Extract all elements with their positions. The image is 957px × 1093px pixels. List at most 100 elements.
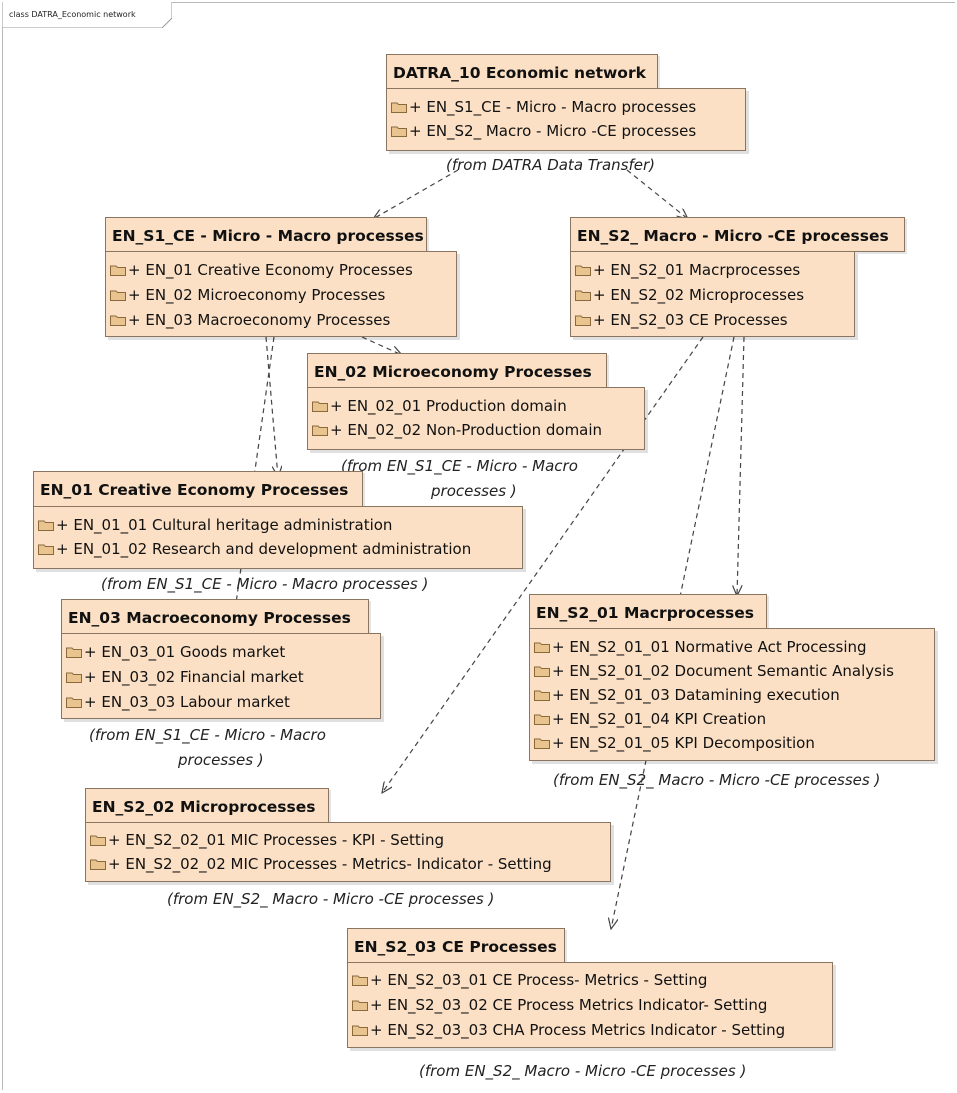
folder-icon: [66, 697, 82, 708]
package-item[interactable]: + EN_S2_03 CE Processes: [575, 309, 788, 331]
folder-icon: [575, 290, 591, 301]
package-item[interactable]: + EN_S2_01_02 Document Semantic Analysis: [534, 660, 894, 682]
package-tab: EN_S2_01 Macrprocesses: [529, 594, 767, 629]
package-tab: EN_S1_CE - Micro - Macro processes: [105, 217, 427, 252]
package-origin-note: (from EN_S2_ Macro - Micro -CE processes…: [167, 890, 495, 908]
package-item[interactable]: + EN_S2_02 Microprocesses: [575, 284, 804, 306]
folder-icon: [391, 126, 407, 137]
package-title: EN_01 Creative Economy Processes: [40, 481, 349, 499]
package-item[interactable]: + EN_01_02 Research and development admi…: [38, 538, 471, 560]
package-tab: EN_02 Microeconomy Processes: [307, 353, 607, 388]
folder-icon: [312, 425, 328, 436]
package-item-label: + EN_S2_03 CE Processes: [593, 311, 788, 329]
package-item[interactable]: + EN_01_01 Cultural heritage administrat…: [38, 514, 392, 536]
package-origin-note: (from EN_S2_ Macro - Micro -CE processes…: [553, 771, 881, 789]
package-item-label: + EN_02_01 Production domain: [330, 397, 567, 415]
folder-icon: [90, 859, 106, 870]
package-item[interactable]: + EN_S2_01_04 KPI Creation: [534, 708, 766, 730]
connector-datra-to-s2: [626, 169, 688, 219]
package-origin-note: (from DATRA Data Transfer): [446, 156, 655, 174]
connector-s2-to-s202: [382, 336, 704, 793]
package-item-label: + EN_03_01 Goods market: [84, 643, 286, 661]
package-title: EN_S2_02 Microprocesses: [92, 798, 316, 816]
package-tab: EN_01 Creative Economy Processes: [33, 471, 363, 507]
package-item[interactable]: + EN_S2_01_03 Datamining execution: [534, 684, 840, 706]
package-body: + EN_S2_03_01 CE Process- Metrics - Sett…: [347, 962, 833, 1048]
package-item[interactable]: + EN_S2_01_01 Normative Act Processing: [534, 636, 867, 658]
package-item-label: + EN_S2_03_03 CHA Process Metrics Indica…: [370, 1021, 786, 1039]
package-item-label: + EN_S2_01 Macrprocesses: [593, 261, 801, 279]
folder-icon: [90, 835, 106, 846]
package-item[interactable]: + EN_S2_03_02 CE Process Metrics Indicat…: [352, 994, 767, 1016]
package-body: + EN_S1_CE - Micro - Macro processes + E…: [386, 88, 746, 151]
package-tab: EN_S2_ Macro - Micro -CE processes: [570, 217, 905, 252]
package-tab: EN_S2_02 Microprocesses: [85, 788, 329, 823]
package-item[interactable]: + EN_S2_01_05 KPI Decomposition: [534, 732, 815, 754]
connector-datra-to-s1: [373, 169, 459, 219]
package-body: + EN_02_01 Production domain + EN_02_02 …: [307, 387, 645, 450]
package-body: + EN_01_01 Cultural heritage administrat…: [33, 506, 523, 569]
folder-icon: [575, 315, 591, 326]
package-item[interactable]: + EN_S2_02_02 MIC Processes - Metrics- I…: [90, 853, 552, 875]
package-origin-note: (from EN_S1_CE - Micro - Macro: [89, 726, 326, 744]
package-title: EN_S2_01 Macrprocesses: [536, 604, 754, 622]
package-item[interactable]: + EN_S2_ Macro - Micro -CE processes: [391, 120, 696, 142]
folder-icon: [110, 265, 126, 276]
package-item[interactable]: + EN_S1_CE - Micro - Macro processes: [391, 96, 696, 118]
package-tab: DATRA_10 Economic network: [386, 54, 658, 89]
folder-icon: [534, 642, 550, 653]
folder-icon: [110, 315, 126, 326]
connector-s2-to-s201: [737, 336, 745, 596]
package-body: + EN_S2_02_01 MIC Processes - KPI - Sett…: [85, 822, 611, 882]
package-item[interactable]: + EN_S2_03_01 CE Process- Metrics - Sett…: [352, 969, 707, 991]
package-item[interactable]: + EN_S2_01 Macrprocesses: [575, 259, 800, 281]
folder-icon: [352, 1000, 368, 1011]
package-item[interactable]: + EN_02_01 Production domain: [312, 395, 567, 417]
folder-icon: [66, 672, 82, 683]
package-item-label: + EN_01_01 Cultural heritage administrat…: [56, 516, 393, 534]
package-body: + EN_S2_01_01 Normative Act Processing +…: [529, 628, 935, 761]
package-item-label: + EN_S2_01_02 Document Semantic Analysis: [552, 662, 894, 680]
folder-icon: [38, 544, 54, 555]
package-item-label: + EN_03_02 Financial market: [84, 668, 304, 686]
package-origin-note: (from EN_S1_CE - Micro - Macro processes…: [101, 575, 429, 593]
package-item[interactable]: + EN_01 Creative Economy Processes: [110, 259, 413, 281]
package-item[interactable]: + EN_03_01 Goods market: [66, 641, 285, 663]
package-item-label: + EN_S2_03_01 CE Process- Metrics - Sett…: [370, 971, 708, 989]
package-item-label: + EN_S2_02_02 MIC Processes - Metrics- I…: [108, 855, 552, 873]
package-item[interactable]: + EN_03_03 Labour market: [66, 691, 290, 713]
folder-icon: [575, 265, 591, 276]
package-title: EN_S2_ Macro - Micro -CE processes: [577, 227, 889, 245]
package-tab: EN_S2_03 CE Processes: [347, 928, 565, 963]
diagram-frame-tab: class DATRA_Economic network: [2, 2, 172, 28]
package-item[interactable]: + EN_03 Macroeconomy Processes: [110, 309, 390, 331]
package-title: DATRA_10 Economic network: [393, 64, 646, 82]
package-item-label: + EN_02 Microeconomy Processes: [128, 286, 386, 304]
package-item[interactable]: + EN_02_02 Non-Production domain: [312, 419, 602, 441]
package-item-label: + EN_S2_01_01 Normative Act Processing: [552, 638, 867, 656]
package-item[interactable]: + EN_S2_02_01 MIC Processes - KPI - Sett…: [90, 829, 444, 851]
folder-icon: [534, 690, 550, 701]
folder-icon: [312, 401, 328, 412]
folder-icon: [110, 290, 126, 301]
package-item-label: + EN_S1_CE - Micro - Macro processes: [409, 98, 697, 116]
diagram-title: class DATRA_Economic network: [9, 10, 136, 19]
package-item[interactable]: + EN_S2_03_03 CHA Process Metrics Indica…: [352, 1019, 785, 1041]
folder-icon: [534, 738, 550, 749]
folder-icon: [534, 714, 550, 725]
folder-icon: [534, 666, 550, 677]
package-item-label: + EN_S2_01_05 KPI Decomposition: [552, 734, 815, 752]
package-origin-note: processes ): [431, 482, 517, 500]
folder-icon: [352, 975, 368, 986]
diagram-frame-left: [2, 2, 3, 1090]
diagram-frame-top: [2, 2, 955, 3]
package-item-label: + EN_S2_ Macro - Micro -CE processes: [409, 122, 697, 140]
package-item[interactable]: + EN_03_02 Financial market: [66, 666, 304, 688]
folder-icon: [38, 520, 54, 531]
package-item-label: + EN_03_03 Labour market: [84, 693, 290, 711]
package-item[interactable]: + EN_02 Microeconomy Processes: [110, 284, 385, 306]
package-tab: EN_03 Macroeconomy Processes: [61, 599, 369, 634]
folder-icon: [352, 1025, 368, 1036]
package-item-label: + EN_03 Macroeconomy Processes: [128, 311, 391, 329]
